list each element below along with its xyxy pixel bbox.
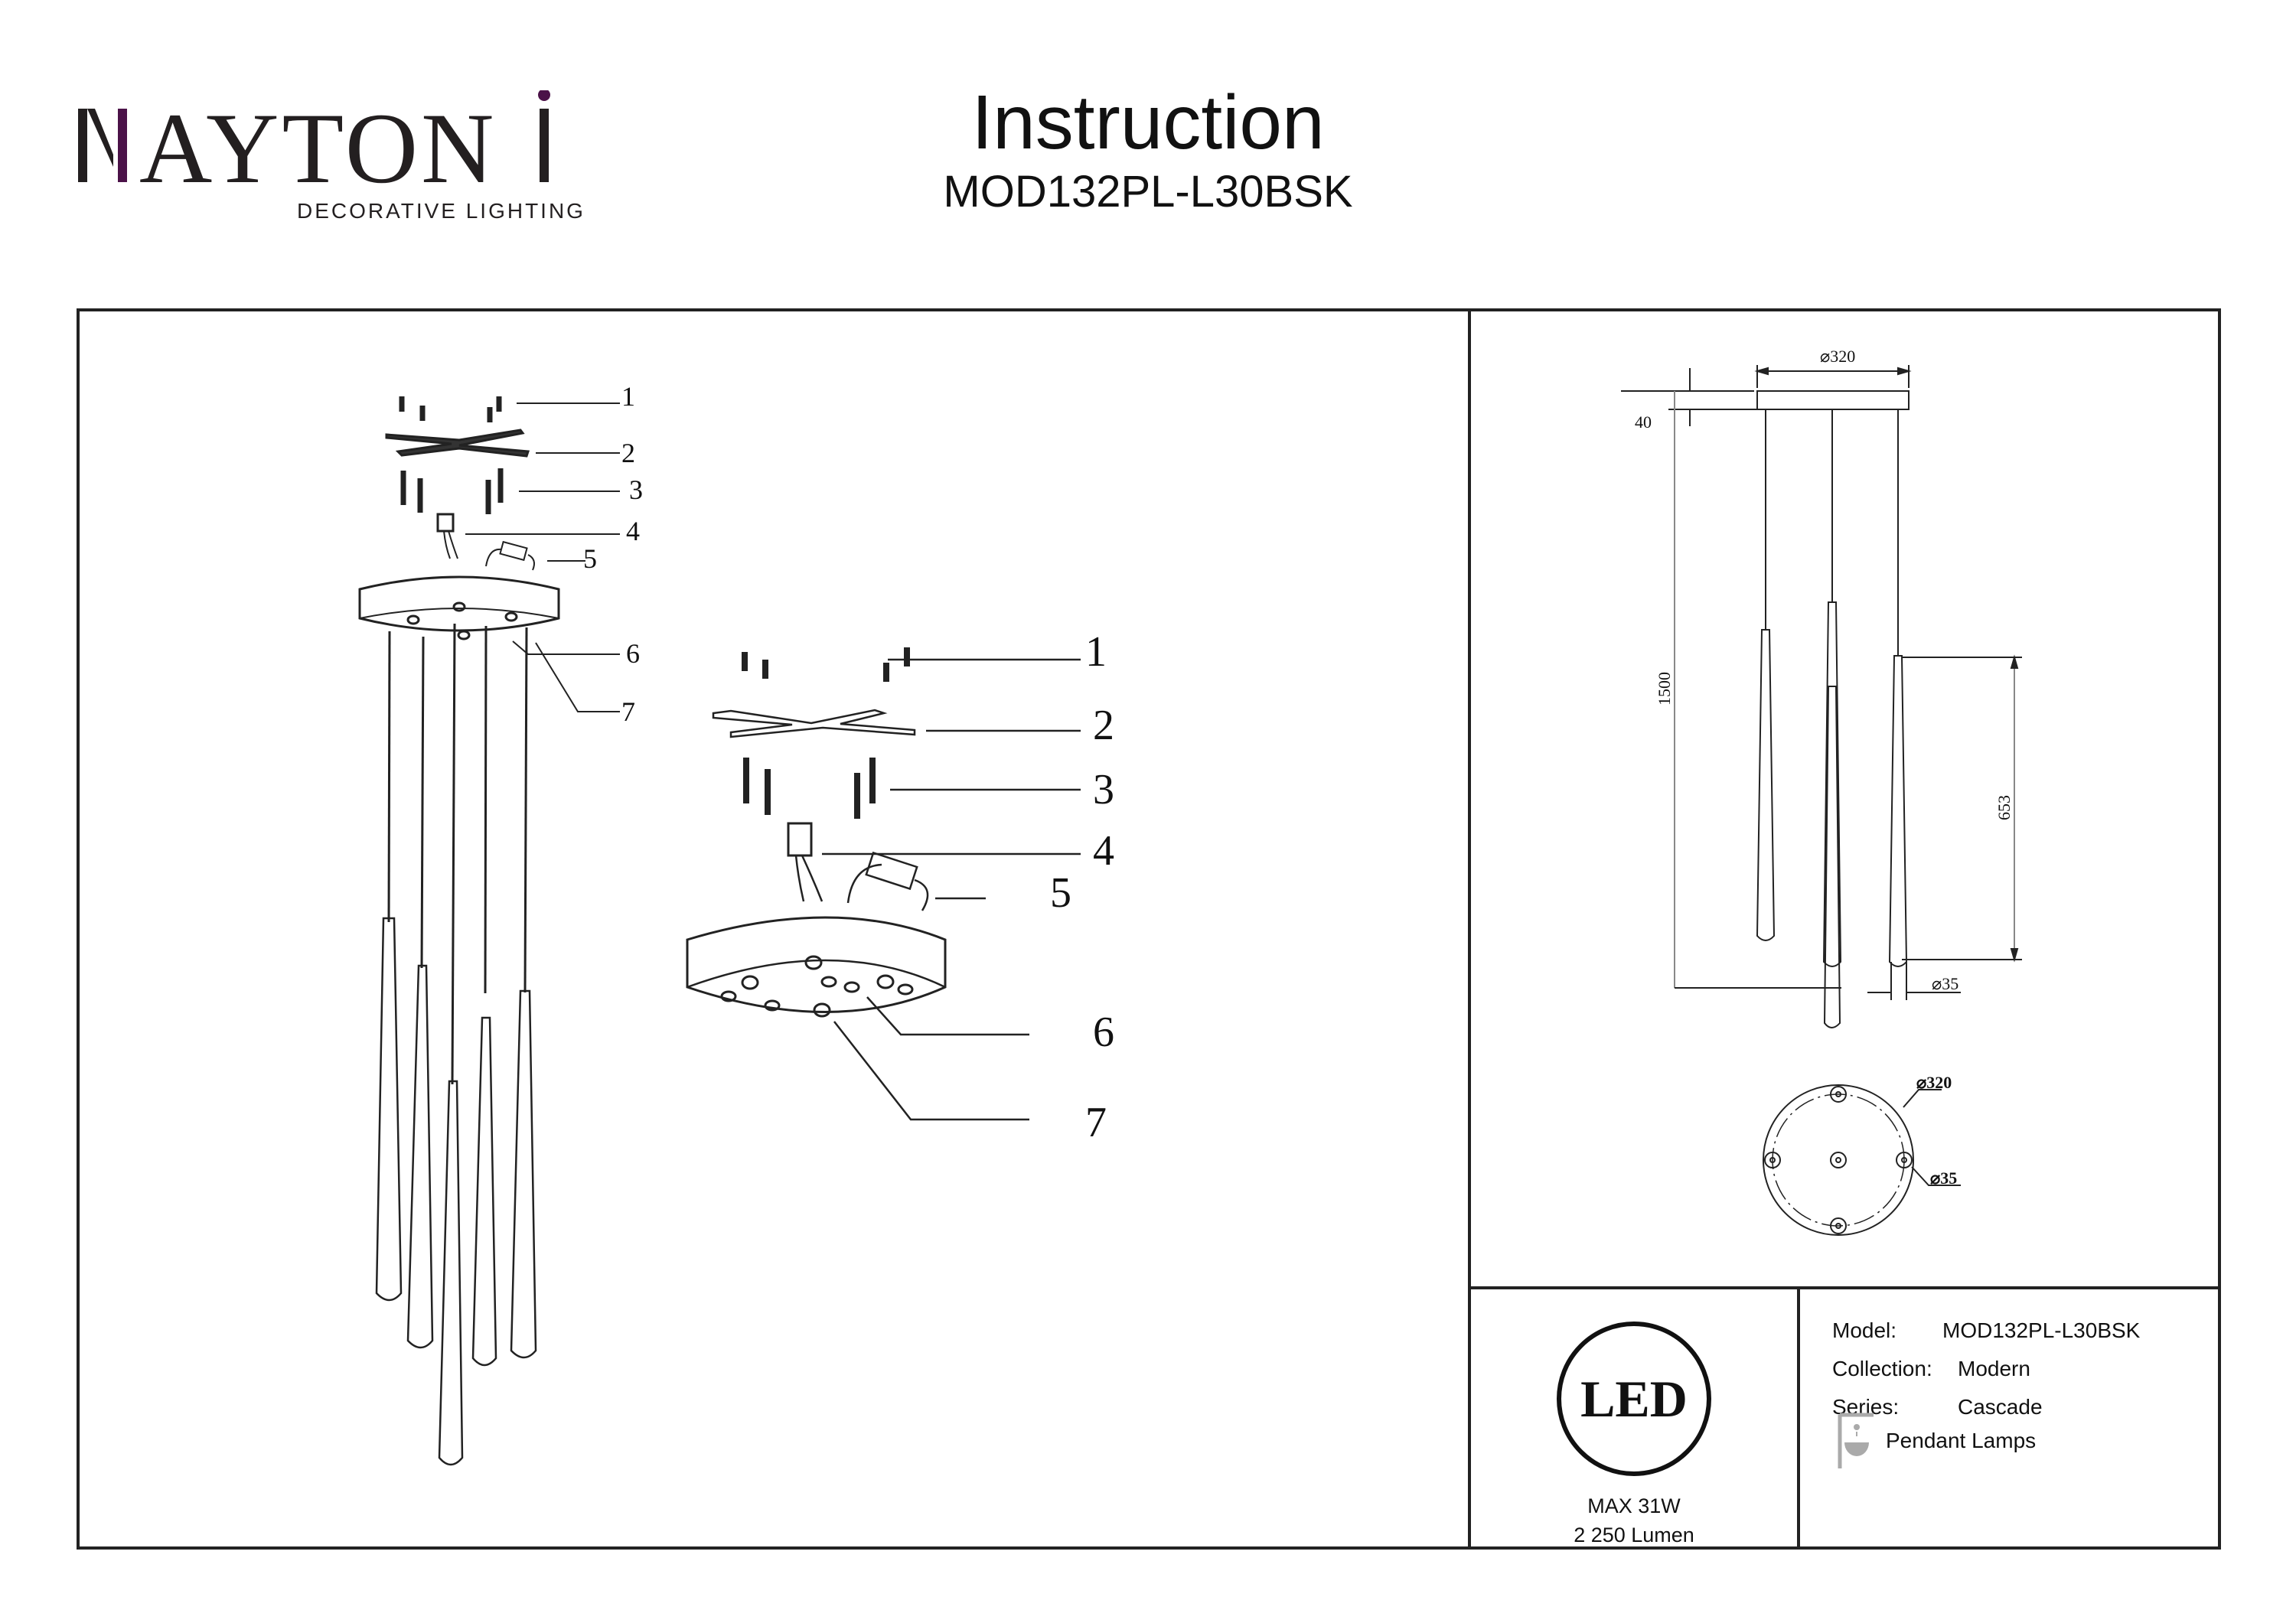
collection-label: Collection: [1832, 1357, 1932, 1380]
callout-small-5: 5 [583, 543, 597, 574]
frame-divider-horizontal [1468, 1286, 2221, 1289]
model-code-heading: MOD132PL-L30BSK [943, 167, 1353, 217]
luminous-flux: 2 250 Lumen [1574, 1524, 1694, 1546]
dim-canopy-height: 40 [1635, 412, 1652, 432]
assembly-small [358, 396, 620, 1466]
small-callouts: 1 2 3 4 5 6 7 [583, 381, 643, 727]
brand-logo: AYTON DECORATIVE LIGHTING [77, 89, 583, 223]
dim-shade-diameter: ⌀35 [1932, 974, 1958, 993]
assembly-large [686, 647, 1081, 1121]
callout-large-6: 6 [1093, 1009, 1114, 1056]
small-canopy [358, 575, 560, 640]
small-anchors [399, 396, 502, 422]
callout-small-1: 1 [621, 381, 635, 412]
elevation-shade-1 [1756, 629, 1776, 941]
small-mounting-bracket [385, 429, 530, 458]
small-pendant-shades [375, 917, 537, 1466]
large-leaders [822, 658, 1081, 1121]
brand-wordmark-svg: AYTON [78, 89, 550, 204]
dimension-labels: ⌀320 40 1500 653 ⌀35 [1635, 347, 2014, 993]
small-driver [499, 540, 528, 562]
elevation-shade-2 [1822, 601, 1842, 967]
large-callouts: 1 2 3 4 5 6 7 [1050, 628, 1114, 1146]
callout-large-7: 7 [1085, 1099, 1107, 1146]
led-badge-icon: LED [1557, 1322, 1711, 1476]
large-canopy [686, 916, 947, 1018]
brand-wordmark: AYTON [77, 89, 566, 208]
pendant-lamp-icon [1838, 1413, 1874, 1468]
large-screws [743, 758, 876, 819]
max-power: MAX 31W [1587, 1494, 1681, 1517]
dim-canopy-diameter: ⌀320 [1820, 347, 1855, 366]
callout-large-4: 4 [1093, 827, 1114, 875]
plan-labels: ⌀320 ⌀35 [1916, 1073, 1957, 1188]
callout-small-6: 6 [626, 638, 640, 669]
category-label: Pendant Lamps [1886, 1429, 2037, 1452]
callout-large-1: 1 [1085, 628, 1107, 676]
small-terminal-block [436, 513, 455, 533]
model-value: MOD132PL-L30BSK [1942, 1318, 2141, 1342]
dim-shade-length: 653 [1994, 795, 2014, 820]
callout-small-7: 7 [621, 696, 635, 727]
drawing-frame [77, 308, 2221, 1550]
side-elevation [1621, 365, 2022, 1028]
callout-small-3: 3 [629, 474, 643, 505]
power-spec-panel: LED MAX 31W 2 250 Lumen [1471, 1289, 1797, 1550]
frame-divider-info [1797, 1286, 1800, 1550]
plan-hole-diameter-label: ⌀35 [1930, 1168, 1957, 1188]
plan-view [1763, 1084, 1961, 1236]
dimension-drawing: ⌀320 40 1500 653 ⌀35 ⌀320 ⌀35 [1621, 347, 2022, 1236]
elevation-canopy [1756, 390, 1910, 410]
product-info-panel: Model: MOD132PL-L30BSK Collection: Moder… [1800, 1289, 2221, 1550]
callout-small-4: 4 [626, 516, 640, 546]
brand-tagline: DECORATIVE LIGHTING [297, 199, 585, 223]
series-value: Cascade [1958, 1395, 2043, 1419]
led-badge-text: LED [1580, 1370, 1688, 1428]
elevation-shade-4 [1888, 655, 1908, 967]
brand-text-rest: AYTON [139, 92, 497, 190]
callout-large-5: 5 [1050, 869, 1071, 917]
callout-small-2: 2 [621, 438, 635, 468]
small-screws [400, 468, 504, 514]
large-mounting-bracket [712, 709, 916, 738]
callout-large-3: 3 [1093, 766, 1114, 813]
assembly-drawing: 1 2 3 4 5 6 7 1 2 3 4 5 6 7 [358, 381, 1114, 1466]
large-terminal-block [787, 822, 813, 857]
large-driver [865, 851, 918, 891]
small-leaders [465, 402, 620, 712]
plan-canopy-outline [1763, 1084, 1914, 1236]
elevation-shade-3 [1823, 686, 1841, 1028]
brand-accent-bar [118, 109, 127, 182]
callout-large-2: 2 [1093, 702, 1114, 749]
dim-overall-height: 1500 [1655, 672, 1674, 706]
model-label: Model: [1832, 1318, 1897, 1342]
document-title: Instruction [971, 80, 1325, 165]
collection-value: Modern [1958, 1357, 2030, 1380]
frame-divider-vertical [1468, 308, 1471, 1550]
small-cables [387, 623, 528, 1085]
large-anchors [742, 647, 910, 682]
plan-diameter-label: ⌀320 [1916, 1073, 1952, 1092]
